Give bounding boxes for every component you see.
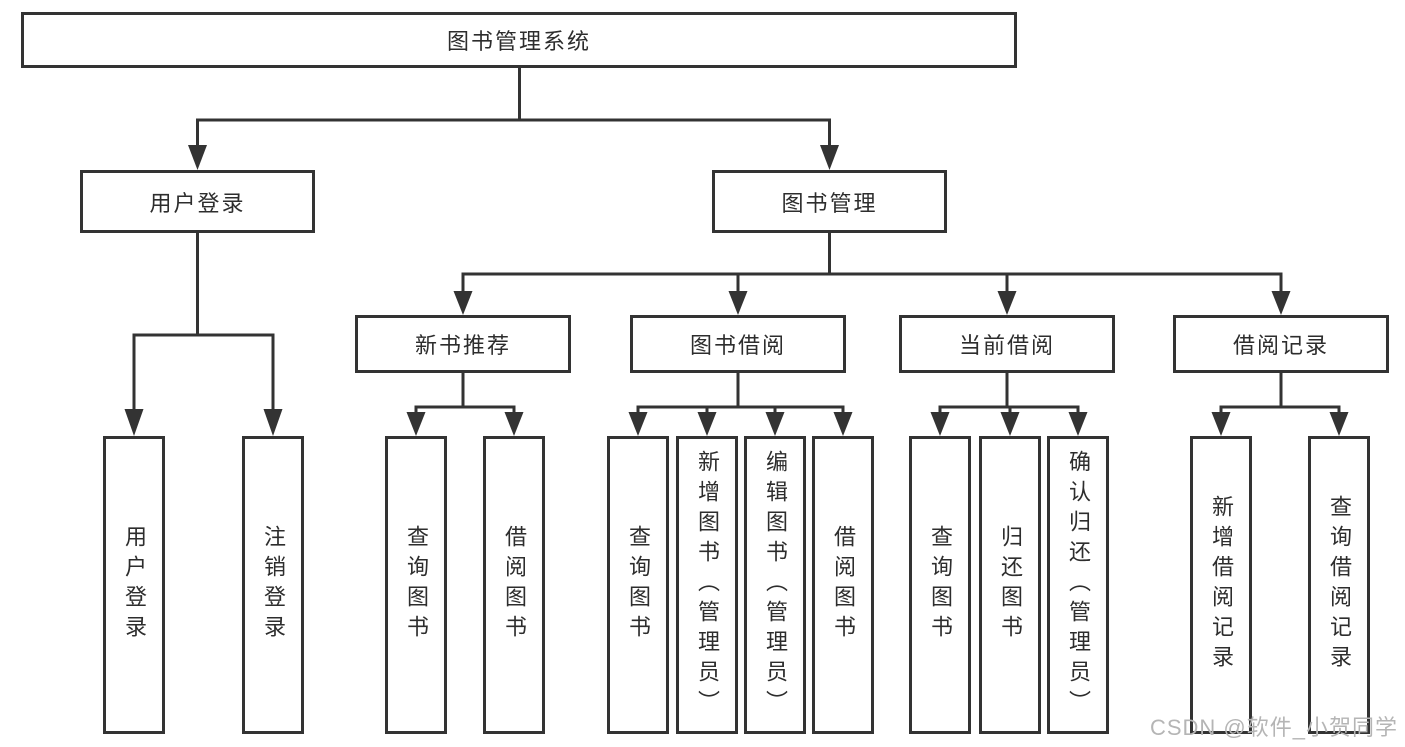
leaf-edit-books-admin-label: 编辑图书（管理员） <box>763 450 788 720</box>
leaf-query-books-recommend: 查询图书 <box>385 436 447 734</box>
node-book-management-label: 图书管理 <box>781 190 878 216</box>
leaf-logout-login-label: 注销登录 <box>261 525 286 645</box>
connector-book-borrow-branch <box>636 373 845 413</box>
leaf-add-books-admin: 新增图书（管理员） <box>676 436 738 734</box>
node-new-book-recommend: 新书推荐 <box>355 315 571 373</box>
node-current-borrow-label: 当前借阅 <box>958 333 1055 358</box>
leaf-confirm-return-admin: 确认归还（管理员） <box>1047 436 1109 734</box>
node-book-borrow-label: 图书借阅 <box>689 333 786 358</box>
leaf-query-books-current-label: 查询图书 <box>928 525 953 645</box>
leaf-add-books-admin-label: 新增图书（管理员） <box>695 450 720 720</box>
node-current-borrow: 当前借阅 <box>899 315 1115 373</box>
arrowheads-user-login <box>124 409 283 436</box>
leaf-query-borrow-record: 查询借阅记录 <box>1308 436 1370 734</box>
arrowheads-leaves <box>406 412 1349 436</box>
node-borrow-records: 借阅记录 <box>1173 315 1389 373</box>
arrowheads-level2 <box>453 291 1291 315</box>
csdn-watermark: CSDN @软件_小贺同学 <box>1149 715 1398 740</box>
leaf-query-books-borrow: 查询图书 <box>607 436 669 734</box>
leaf-borrow-books-label: 借阅图书 <box>831 525 856 645</box>
node-root: 图书管理系统 <box>21 12 1017 68</box>
leaf-borrow-books: 借阅图书 <box>812 436 874 734</box>
connector-user-login-branch <box>132 233 275 410</box>
leaf-query-books-borrow-label: 查询图书 <box>626 525 651 645</box>
connector-new-book-branch <box>414 373 516 413</box>
leaf-return-books: 归还图书 <box>979 436 1041 734</box>
leaf-logout-login: 注销登录 <box>242 436 304 734</box>
node-user-login-label: 用户登录 <box>149 190 246 216</box>
leaf-edit-books-admin: 编辑图书（管理员） <box>744 436 806 734</box>
leaf-query-borrow-record-label: 查询借阅记录 <box>1327 495 1352 675</box>
node-user-login: 用户登录 <box>80 170 315 233</box>
connector-book-mgmt-branch <box>461 233 1283 292</box>
node-borrow-records-label: 借阅记录 <box>1232 333 1329 358</box>
node-root-label: 图书管理系统 <box>446 29 591 54</box>
leaf-add-borrow-record: 新增借阅记录 <box>1190 436 1252 734</box>
node-book-management: 图书管理 <box>712 170 947 233</box>
leaf-borrow-books-recommend-label: 借阅图书 <box>502 525 527 645</box>
connector-borrow-records-branch <box>1219 373 1341 413</box>
leaf-query-books-current: 查询图书 <box>909 436 971 734</box>
connector-current-borrow-branch <box>938 373 1080 413</box>
connector-root-branch <box>196 68 831 146</box>
leaf-confirm-return-admin-label: 确认归还（管理员） <box>1066 450 1091 720</box>
leaf-return-books-label: 归还图书 <box>998 525 1023 645</box>
leaf-add-borrow-record-label: 新增借阅记录 <box>1209 495 1234 675</box>
leaf-borrow-books-recommend: 借阅图书 <box>483 436 545 734</box>
node-new-book-recommend-label: 新书推荐 <box>414 333 511 358</box>
node-book-borrow: 图书借阅 <box>630 315 846 373</box>
arrowheads-level1 <box>188 145 839 170</box>
leaf-query-books-recommend-label: 查询图书 <box>404 525 429 645</box>
leaf-user-login-label: 用户登录 <box>122 525 147 645</box>
leaf-user-login: 用户登录 <box>103 436 165 734</box>
